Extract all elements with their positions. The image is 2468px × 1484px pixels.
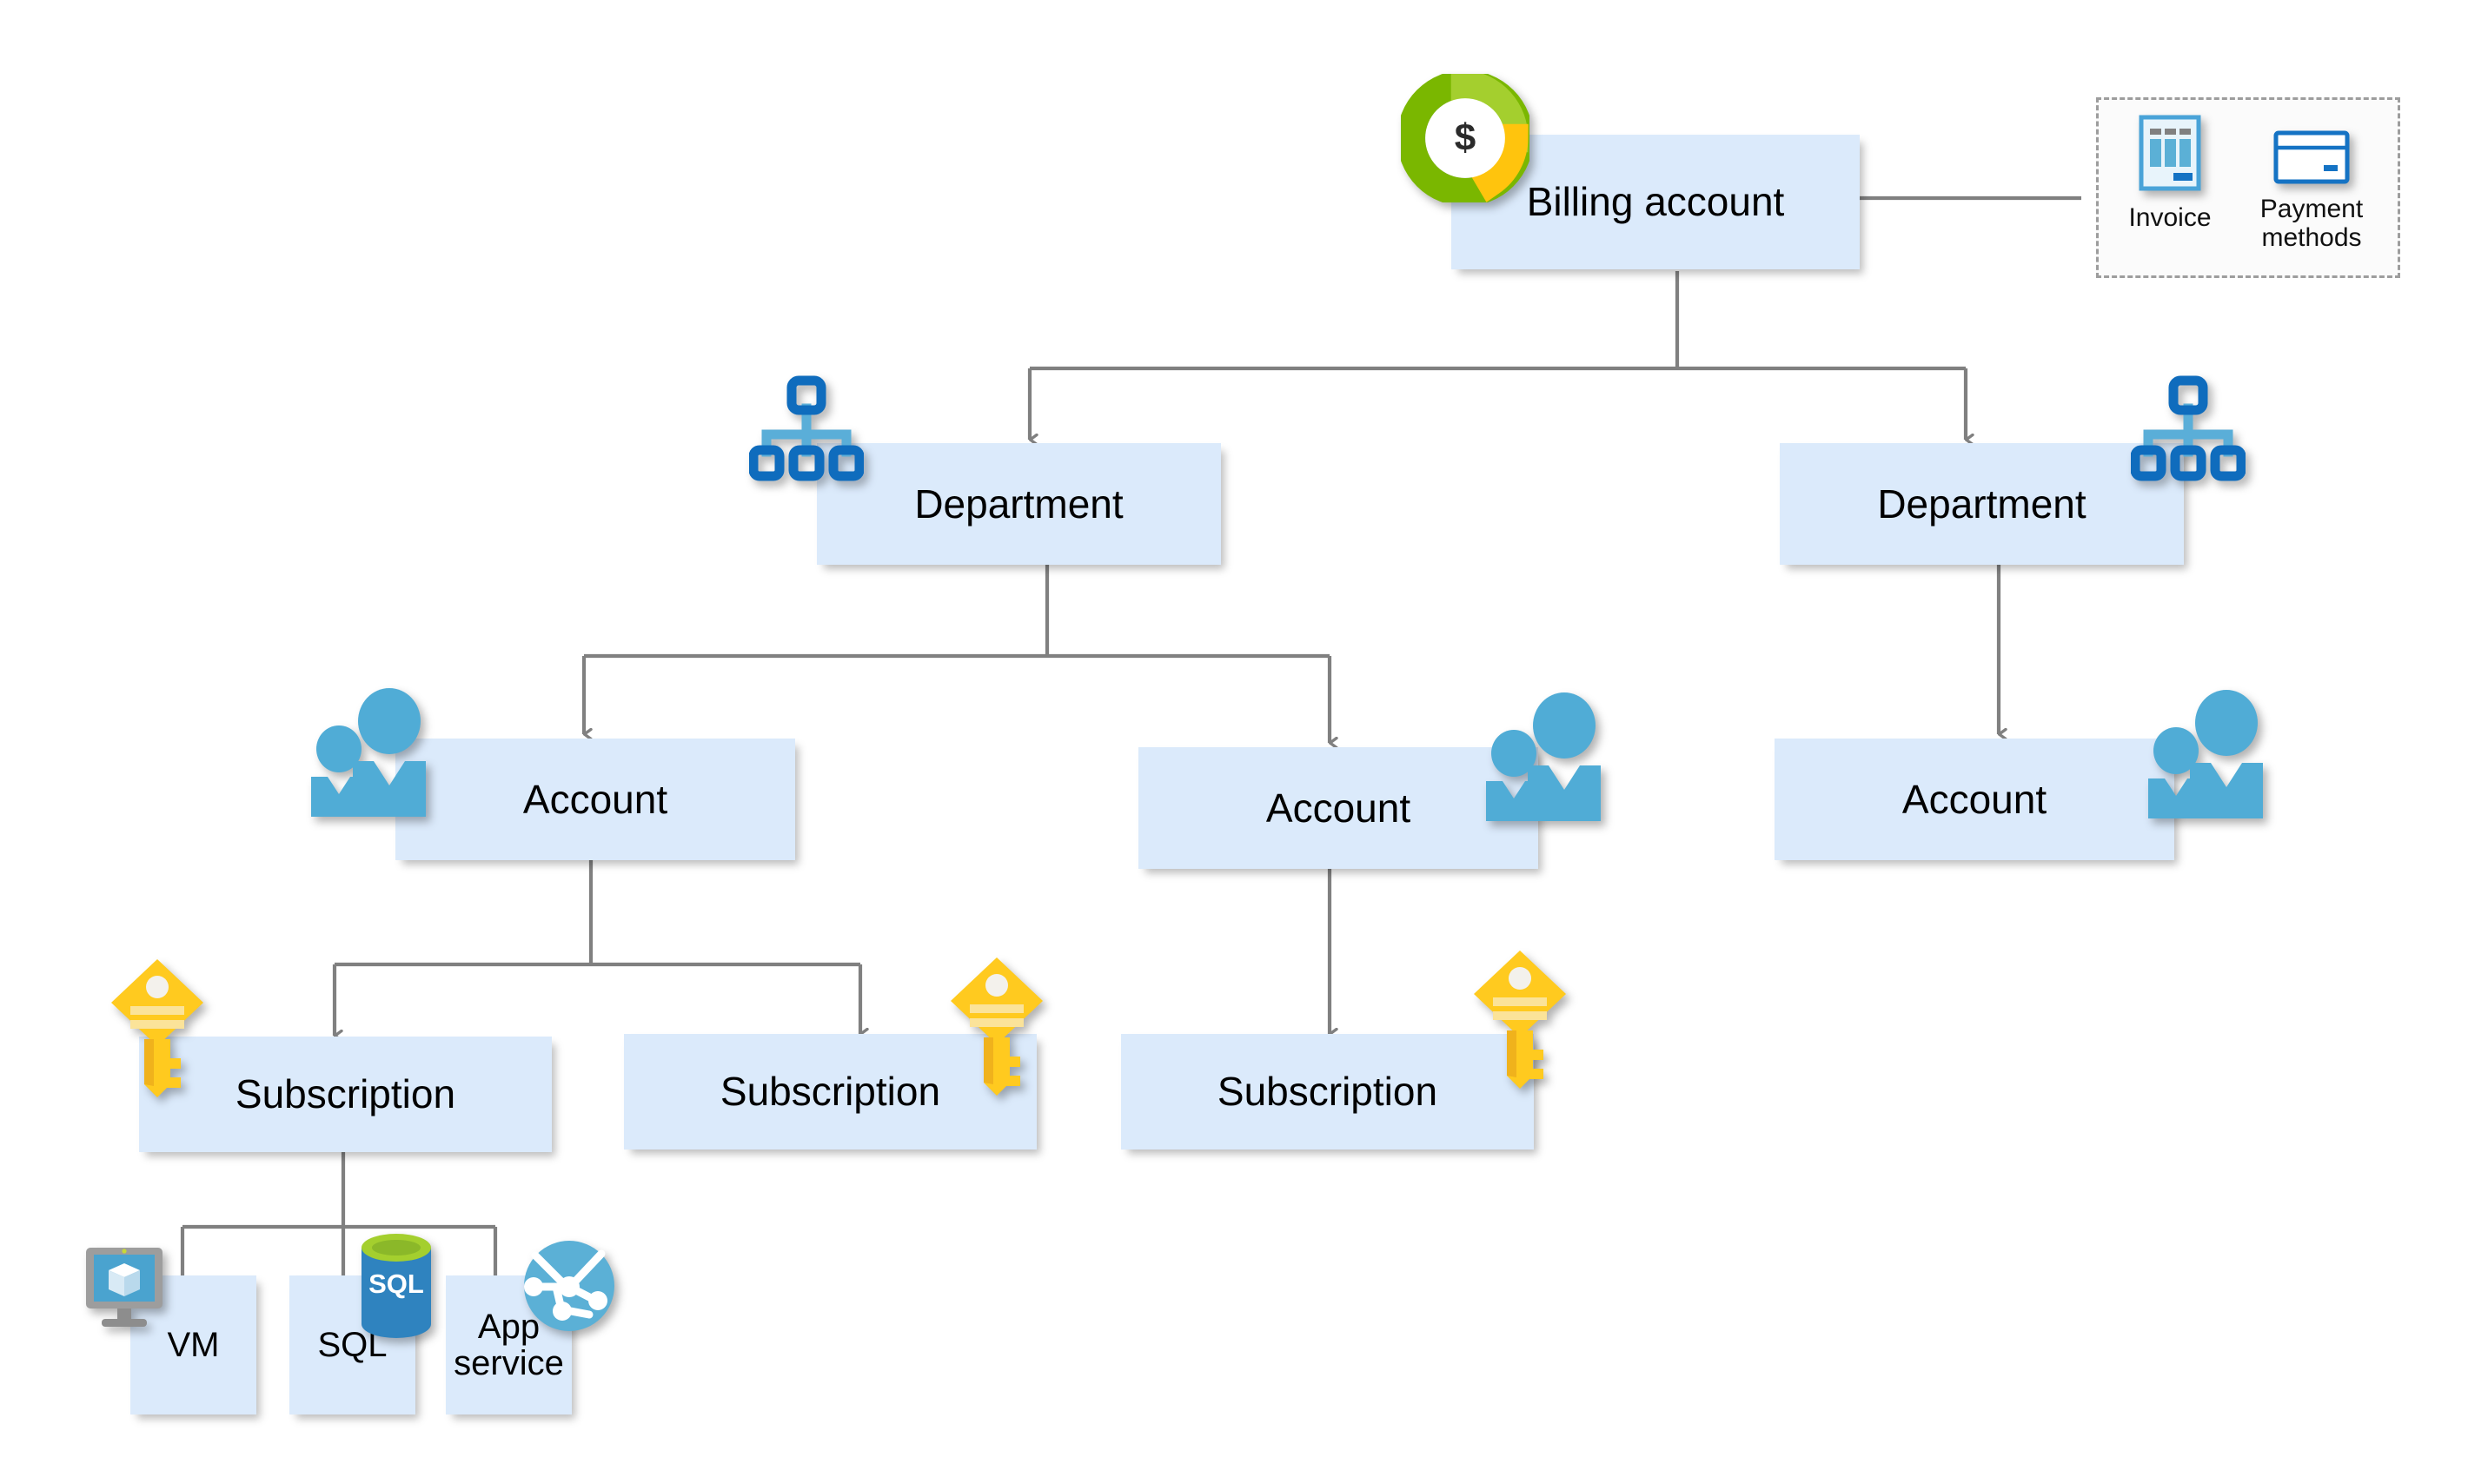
org-chart-icon (748, 375, 865, 488)
node-subscription-2-label: Subscription (720, 1069, 941, 1115)
people-icon (2140, 688, 2279, 827)
invoice-item[interactable]: Invoice (2113, 115, 2226, 232)
payment-methods-item[interactable]: Payment methods (2242, 130, 2381, 253)
node-subscription-3-label: Subscription (1217, 1069, 1438, 1115)
node-department-right[interactable]: Department (1780, 443, 2184, 565)
invoice-label: Invoice (2128, 202, 2212, 232)
key-icon (1469, 947, 1571, 1090)
node-resource-vm-label: VM (167, 1326, 220, 1364)
org-chart-icon (2130, 375, 2246, 488)
node-department-left-label: Department (914, 480, 1124, 527)
svg-text:SQL: SQL (368, 1269, 424, 1299)
node-account-middle-label: Account (1265, 785, 1411, 831)
node-account-middle[interactable]: Account (1138, 747, 1538, 869)
people-icon (302, 686, 441, 825)
key-icon (945, 954, 1048, 1097)
money-donut-icon: $ (1397, 68, 1534, 207)
node-account-left-label: Account (522, 776, 668, 822)
node-department-right-label: Department (1877, 480, 2087, 527)
node-account-right[interactable]: Account (1775, 739, 2174, 860)
people-icon (1477, 691, 1616, 830)
payment-methods-label-line1: Payment (2259, 194, 2364, 223)
credit-card-icon (2273, 130, 2350, 184)
app-service-globe-icon (521, 1238, 617, 1334)
node-account-right-label: Account (1901, 776, 2047, 822)
node-resource-app-service-label-line2: service (454, 1344, 564, 1382)
node-resource-app-service-label-line1: App (477, 1308, 541, 1346)
sql-database-icon: SQL (356, 1234, 436, 1340)
invoice-icon (2139, 115, 2201, 191)
node-account-left[interactable]: Account (395, 739, 795, 860)
node-subscription-1-label: Subscription (235, 1071, 456, 1117)
node-subscription-1[interactable]: Subscription (139, 1037, 552, 1152)
node-subscription-2[interactable]: Subscription (624, 1034, 1037, 1149)
dollar-sign-icon: $ (1454, 116, 1476, 159)
payment-methods-label-line2: methods (2261, 223, 2362, 253)
node-subscription-3[interactable]: Subscription (1121, 1034, 1534, 1149)
node-department-left[interactable]: Department (817, 443, 1221, 565)
node-billing-account-label: Billing account (1526, 179, 1785, 225)
vm-monitor-icon (83, 1246, 174, 1328)
key-icon (106, 956, 209, 1099)
